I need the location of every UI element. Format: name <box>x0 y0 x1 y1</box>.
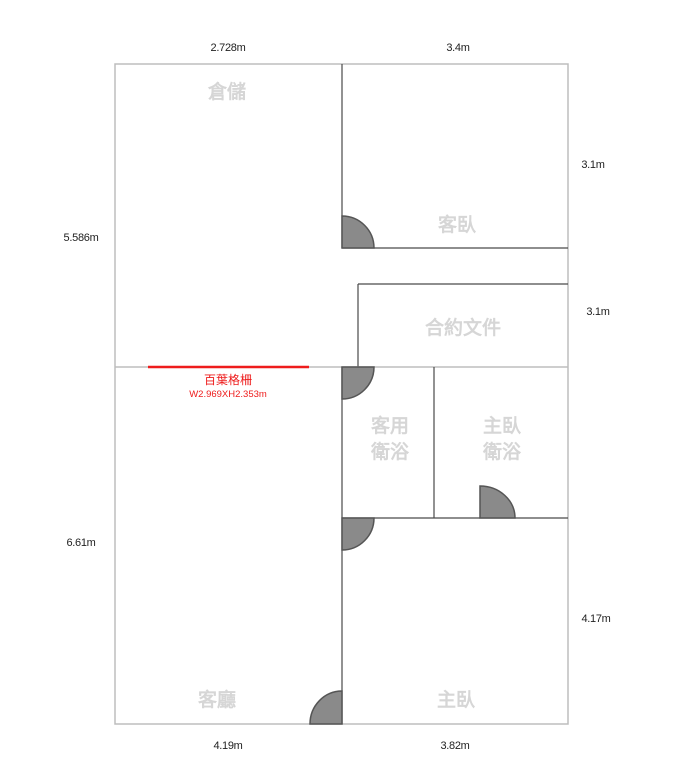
blinds-size: W2.969XH2.353m <box>189 389 267 400</box>
door-living-room-icon <box>309 690 343 725</box>
room-label-storage: 倉儲 <box>207 80 246 103</box>
room-label-living-room: 客廳 <box>198 688 236 711</box>
room-label-contract-docs: 合約文件 <box>425 316 501 339</box>
blinds-label: 百葉格柵 <box>204 372 252 387</box>
room-label-guest-bath-1: 客用 <box>371 414 409 437</box>
room-label-master-bedroom: 主臥 <box>437 689 476 711</box>
dim-bottom-left: 4.19m <box>213 740 242 752</box>
room-label-master-bath-2: 衛浴 <box>482 440 522 463</box>
room-label-guest-bath-2: 衛浴 <box>370 440 410 463</box>
dim-right-1: 3.1m <box>581 159 604 171</box>
room-label-guest-bedroom: 客臥 <box>438 213 477 236</box>
door-guest-bath-icon <box>341 366 375 400</box>
door-master-bath-icon <box>479 485 516 519</box>
door-guest-bedroom-icon <box>341 215 375 249</box>
door-master-bedroom-icon <box>341 517 375 551</box>
room-label-master-bath-1: 主臥 <box>483 415 522 437</box>
dim-left-upper: 5.586m <box>64 232 99 244</box>
dim-right-3: 4.17m <box>581 613 610 625</box>
dim-right-2: 3.1m <box>586 306 609 318</box>
dim-top-left: 2.728m <box>211 42 246 54</box>
dim-top-right: 3.4m <box>446 42 469 54</box>
dim-bottom-right: 3.82m <box>440 740 469 752</box>
dim-left-lower: 6.61m <box>66 537 95 549</box>
